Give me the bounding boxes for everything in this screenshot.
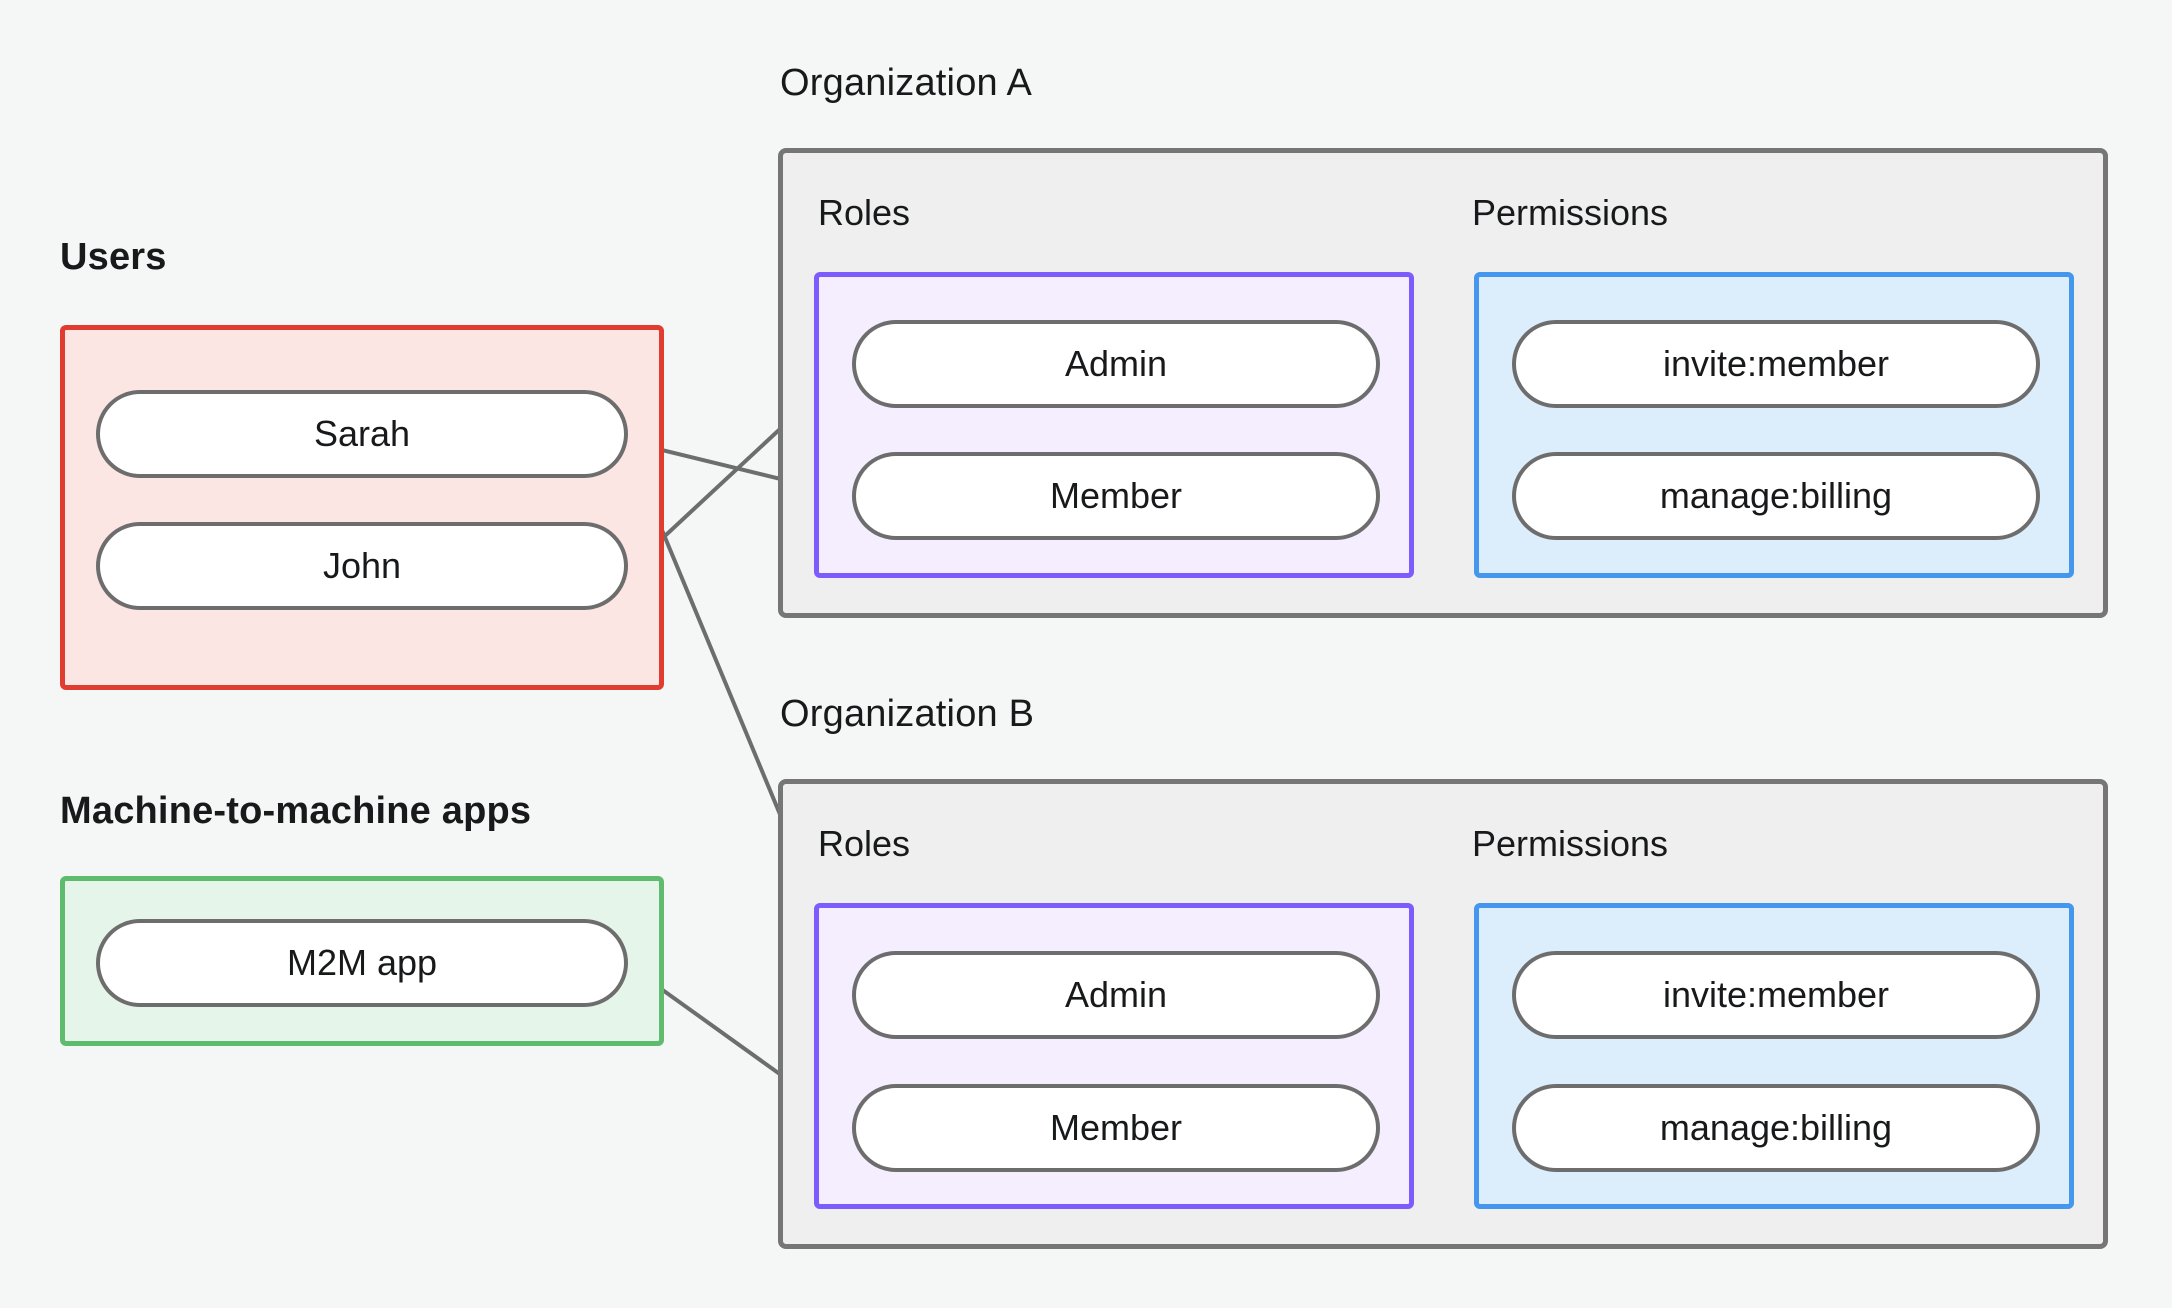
orgB-permission-pill-manage-billing[interactable]: manage:billing — [1512, 1084, 2040, 1172]
m2m-group-label: Machine-to-machine apps — [60, 790, 532, 832]
orgB-role-pill-admin[interactable]: Admin — [852, 951, 1380, 1039]
orgB-roles-heading: Roles — [818, 823, 911, 864]
users-group-label: Users — [60, 236, 167, 278]
orgA-roles-heading: Roles — [818, 192, 911, 233]
orgA-role-pill-member[interactable]: Member — [852, 452, 1380, 540]
m2m-pill-app[interactable]: M2M app — [96, 919, 628, 1007]
orgA-role-pill-admin[interactable]: Admin — [852, 320, 1380, 408]
user-pill-john[interactable]: John — [96, 522, 628, 610]
orgB-permissions-heading: Permissions — [1472, 823, 1669, 864]
orgA-permission-pill-manage-billing[interactable]: manage:billing — [1512, 452, 2040, 540]
organization-a-label: Organization A — [780, 62, 1033, 104]
organization-b-label: Organization B — [780, 693, 1035, 735]
orgA-permission-pill-invite-member[interactable]: invite:member — [1512, 320, 2040, 408]
orgA-permissions-heading: Permissions — [1472, 192, 1669, 233]
users-group — [60, 325, 664, 690]
user-pill-sarah[interactable]: Sarah — [96, 390, 628, 478]
orgB-permission-pill-invite-member[interactable]: invite:member — [1512, 951, 2040, 1039]
orgB-role-pill-member[interactable]: Member — [852, 1084, 1380, 1172]
